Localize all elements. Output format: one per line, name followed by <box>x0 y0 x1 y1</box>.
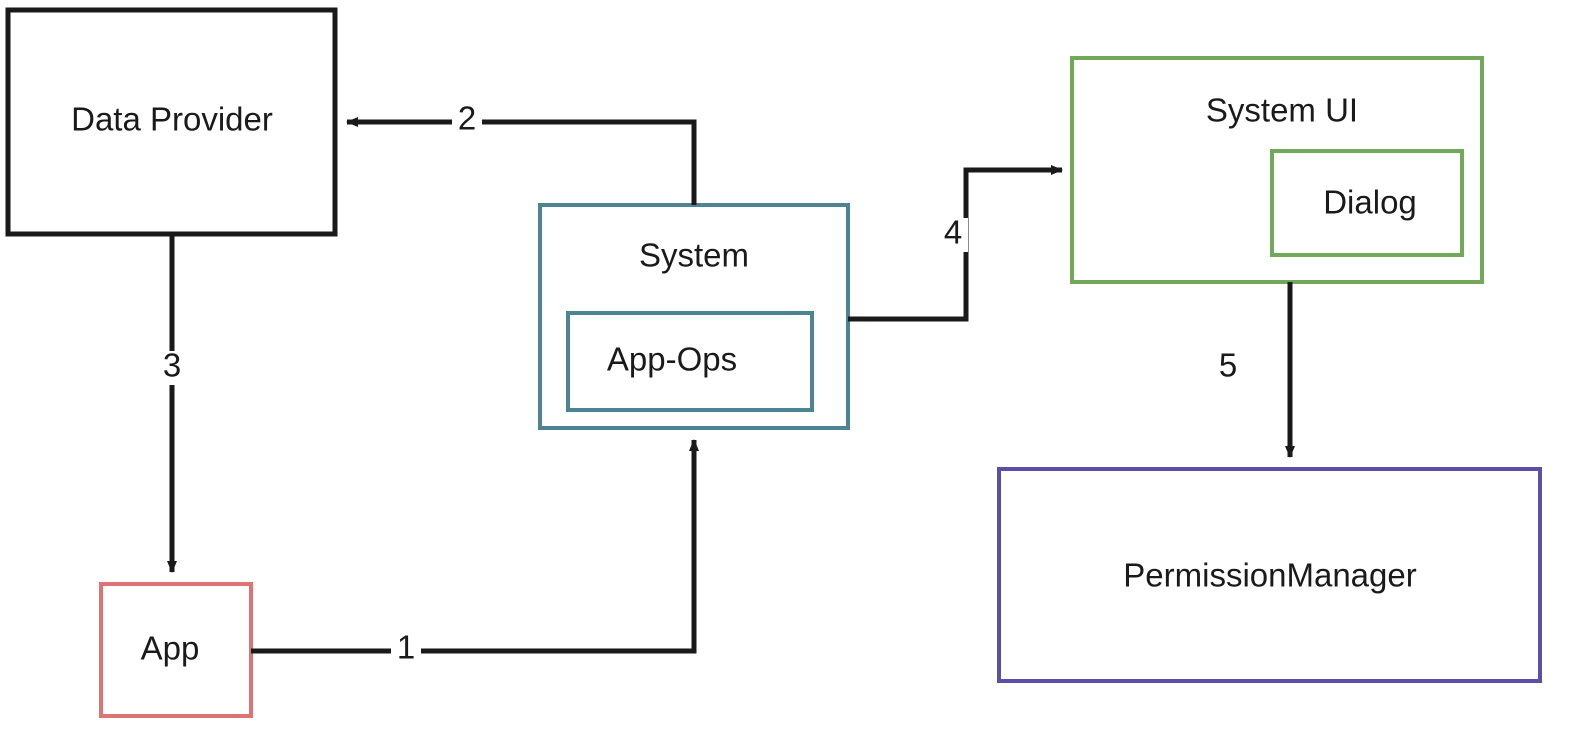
data-provider-label: Data Provider <box>71 101 273 138</box>
app-ops-box[interactable] <box>566 311 814 412</box>
edge-2-system-to-data-provider: 2 <box>346 100 697 205</box>
app-box[interactable] <box>99 582 253 718</box>
edge-5-label: 5 <box>1219 347 1237 384</box>
edge-5-system-ui-to-permission-manager: 5 <box>1213 282 1295 458</box>
permission-manager-box[interactable] <box>997 467 1542 683</box>
edge-2-label: 2 <box>458 100 476 137</box>
data-provider-box[interactable] <box>5 7 338 237</box>
app-label: App <box>141 630 200 667</box>
permission-manager-label: PermissionManager <box>1123 557 1416 594</box>
edge-1-line <box>251 439 699 654</box>
node-permission-manager[interactable]: PermissionManager <box>997 467 1542 683</box>
edge-3-label: 3 <box>163 347 181 384</box>
node-app[interactable]: App <box>99 582 253 718</box>
edge-1-app-to-system: 1 <box>251 439 699 667</box>
edge-3-data-provider-to-app: 3 <box>157 234 187 573</box>
edge-3-label-backdrop <box>157 351 187 385</box>
edge-5-label-backdrop <box>1213 351 1243 385</box>
edge-4-system-to-system-ui: 4 <box>848 165 1063 322</box>
dialog-box[interactable] <box>1270 149 1464 257</box>
edge-1-label-backdrop <box>391 633 421 667</box>
edge-1-label: 1 <box>397 629 415 666</box>
node-dialog[interactable]: Dialog <box>1270 149 1464 257</box>
app-ops-label: App-Ops <box>607 341 737 378</box>
edge-4-label: 4 <box>944 214 962 251</box>
system-label: System <box>639 237 749 274</box>
dialog-label: Dialog <box>1323 184 1417 221</box>
node-app-ops[interactable]: App-Ops <box>566 311 814 412</box>
system-ui-label: System UI <box>1206 92 1358 129</box>
edge-4-label-backdrop <box>938 218 968 252</box>
node-data-provider[interactable]: Data Provider <box>5 7 338 237</box>
edge-2-label-backdrop <box>452 104 482 138</box>
edge-2-line <box>346 117 697 205</box>
